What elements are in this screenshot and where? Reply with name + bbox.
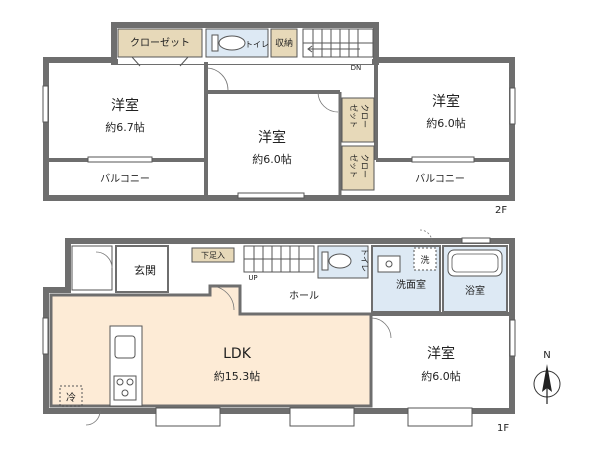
1f-windows: [42, 237, 516, 427]
shoe-storage-label: 下足入: [201, 251, 225, 260]
2f-closet-b: [341, 145, 375, 191]
stove-icon: [113, 375, 137, 401]
shoe-storage: [191, 247, 235, 263]
1f-stair-up: UP: [248, 274, 257, 282]
2f-outer-wall: [43, 57, 515, 201]
1f-bedroom-size: 約6.0帖: [421, 369, 461, 383]
washer-space: [413, 247, 437, 271]
hall-label: ホール: [289, 290, 319, 302]
2f-closet-label: クローゼット: [130, 37, 190, 49]
2f-closet-a-line2: ゼット: [349, 104, 359, 128]
entrance-area: [115, 245, 169, 293]
entrance-label: 玄関: [134, 263, 156, 277]
1f-label: 1F: [497, 423, 509, 434]
fridge-label: 冷: [66, 391, 76, 404]
2f-closet-b-line1: クロー: [360, 154, 369, 178]
2f-closet: [117, 28, 203, 58]
2f-staircase: [302, 28, 374, 58]
2f-closet-a: [341, 97, 375, 143]
washbasin: [377, 255, 401, 273]
2f-balcony-west: バルコニー: [100, 173, 150, 185]
1f-staircase: [243, 245, 315, 273]
kitchen-sink: [114, 335, 136, 359]
2f-west-bedroom-name: 洋室: [111, 97, 139, 114]
2f-storage: [270, 28, 298, 58]
floor-2f: クローゼット トイレ 収納 DN: [42, 22, 516, 216]
2f-east-bedroom-name: 洋室: [432, 93, 460, 110]
washer-label: 洗: [420, 254, 429, 266]
1f-toilet-label: トイレ: [360, 248, 369, 272]
2f-storage-label: 収納: [275, 37, 293, 49]
bathtub: [447, 249, 503, 277]
bathroom-label: 浴室: [465, 284, 485, 297]
compass-n-label: N: [543, 350, 550, 361]
ldk-size: 約15.3帖: [214, 369, 261, 383]
washroom-label: 洗面室: [396, 278, 426, 291]
floor-1f: 玄関 下足入 UP ホール トイレ 洗 洗面室: [42, 229, 516, 434]
entry-porch: [71, 245, 113, 291]
2f-center-bedroom-size: 約6.0帖: [252, 152, 292, 166]
2f-label: 2F: [495, 205, 507, 216]
fridge-space: [59, 385, 83, 407]
2f-center-bedroom-name: 洋室: [258, 129, 286, 146]
ldk-name: LDK: [223, 346, 252, 362]
2f-west-bedroom-size: 約6.7帖: [105, 120, 145, 134]
2f-stair-dn: DN: [351, 64, 362, 72]
1f-bedroom-name: 洋室: [427, 345, 455, 362]
2f-toilet-icon: [211, 34, 246, 52]
2f-windows: [42, 85, 516, 199]
2f-closet-b-line2: ゼット: [349, 154, 359, 178]
north-compass: N: [533, 350, 561, 404]
2f-closet-a-line1: クロー: [360, 104, 369, 128]
2f-toilet-label: トイレ: [245, 40, 269, 49]
2f-east-bedroom-size: 約6.0帖: [426, 116, 466, 130]
1f-toilet-icon: [321, 251, 352, 271]
2f-balcony-east: バルコニー: [415, 173, 465, 185]
